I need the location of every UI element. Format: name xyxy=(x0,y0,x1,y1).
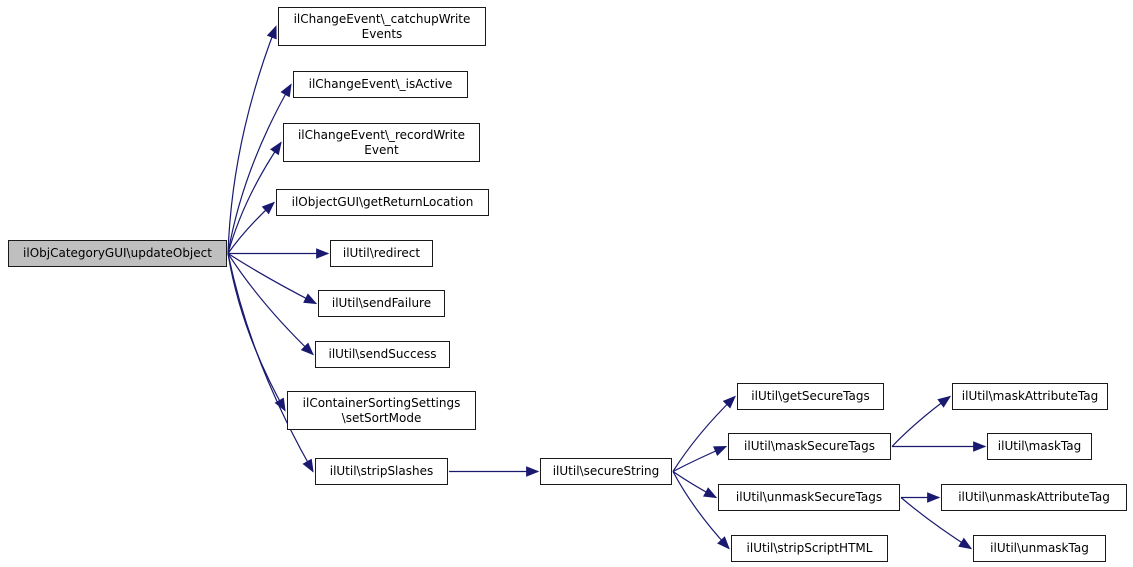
graph-node-label: ilChangeEvent\_isActive xyxy=(308,77,453,91)
graph-node-sendFailure[interactable]: ilUtil\sendFailure xyxy=(318,290,445,317)
graph-node-maskAttributeTag[interactable]: ilUtil\maskAttributeTag xyxy=(952,383,1108,410)
graph-node-label: ilUtil\sendSuccess xyxy=(328,347,437,361)
graph-node-label: ilUtil\redirect xyxy=(342,246,421,260)
graph-node-maskSecureTags[interactable]: ilUtil\maskSecureTags xyxy=(728,433,891,460)
graph-edge-updateObject-to-stripSlashes xyxy=(227,253,314,473)
graph-node-label: ilUtil\maskSecureTags xyxy=(744,439,875,453)
graph-node-label: ilUtil\secureString xyxy=(552,464,660,478)
graph-node-label: ilObjCategoryGUI\updateObject xyxy=(23,246,212,260)
graph-edge-secureString-to-maskSecureTags xyxy=(672,445,728,473)
graph-node-updateObject: ilObjCategoryGUI\updateObject xyxy=(8,240,227,267)
graph-node-label: ilUtil\getSecureTags xyxy=(751,389,870,403)
graph-edge-secureString-to-unmaskSecureTags xyxy=(672,471,718,499)
graph-node-sendSuccess[interactable]: ilUtil\sendSuccess xyxy=(315,341,450,368)
graph-node-maskTag[interactable]: ilUtil\maskTag xyxy=(987,433,1092,460)
graph-node-unmaskAttributeTag[interactable]: ilUtil\unmaskAttributeTag xyxy=(941,484,1127,511)
graph-edge-updateObject-to-setSortMode xyxy=(227,253,286,412)
graph-node-label: ilUtil\stripScriptHTML xyxy=(746,541,873,555)
graph-node-label: ilChangeEvent\_catchupWrite Events xyxy=(293,11,471,41)
graph-node-unmaskTag[interactable]: ilUtil\unmaskTag xyxy=(973,535,1106,562)
graph-node-secureString[interactable]: ilUtil\secureString xyxy=(540,458,672,485)
graph-edge-secureString-to-stripScriptHTML xyxy=(672,471,730,550)
graph-edge-unmaskSecureTags-to-unmaskTag xyxy=(900,497,973,550)
graph-edge-updateObject-to-sendFailure xyxy=(227,252,318,305)
graph-edge-updateObject-to-getReturnLocation xyxy=(227,201,275,254)
graph-node-getSecureTags[interactable]: ilUtil\getSecureTags xyxy=(737,383,884,410)
graph-edge-maskSecureTags-to-maskAttributeTag xyxy=(891,395,952,447)
graph-node-label: ilUtil\maskTag xyxy=(997,439,1082,453)
graph-node-label: ilChangeEvent\_recordWrite Event xyxy=(297,127,466,157)
graph-node-isActive[interactable]: ilChangeEvent\_isActive xyxy=(293,71,468,98)
graph-node-stripScriptHTML[interactable]: ilUtil\stripScriptHTML xyxy=(731,535,888,562)
graph-node-recordWriteEvent[interactable]: ilChangeEvent\_recordWrite Event xyxy=(283,123,480,162)
graph-edge-updateObject-to-catchupWriteEvents xyxy=(227,25,277,254)
graph-node-label: ilUtil\maskAttributeTag xyxy=(961,389,1099,403)
graph-node-label: ilUtil\unmaskTag xyxy=(990,541,1089,555)
graph-node-label: ilUtil\sendFailure xyxy=(331,296,432,310)
graph-node-setSortMode[interactable]: ilContainerSortingSettings \setSortMode xyxy=(287,391,476,430)
graph-edge-updateObject-to-recordWriteEvent xyxy=(227,141,282,254)
graph-node-getReturnLocation[interactable]: ilObjectGUI\getReturnLocation xyxy=(276,189,489,216)
graph-node-redirect[interactable]: ilUtil\redirect xyxy=(330,240,433,267)
graph-node-label: ilUtil\stripSlashes xyxy=(329,464,434,478)
graph-edge-updateObject-to-isActive xyxy=(227,83,292,254)
graph-node-label: ilUtil\unmaskSecureTags xyxy=(735,490,883,504)
graph-edge-updateObject-to-sendSuccess xyxy=(227,253,314,356)
graph-node-stripSlashes[interactable]: ilUtil\stripSlashes xyxy=(315,458,448,485)
graph-node-catchupWriteEvents[interactable]: ilChangeEvent\_catchupWrite Events xyxy=(278,7,486,46)
graph-edge-secureString-to-getSecureTags xyxy=(672,395,736,472)
graph-node-label: ilObjectGUI\getReturnLocation xyxy=(291,195,474,209)
graph-node-unmaskSecureTags[interactable]: ilUtil\unmaskSecureTags xyxy=(718,484,900,511)
graph-node-label: ilContainerSortingSettings \setSortMode xyxy=(302,395,461,425)
graph-node-label: ilUtil\unmaskAttributeTag xyxy=(958,490,1110,504)
